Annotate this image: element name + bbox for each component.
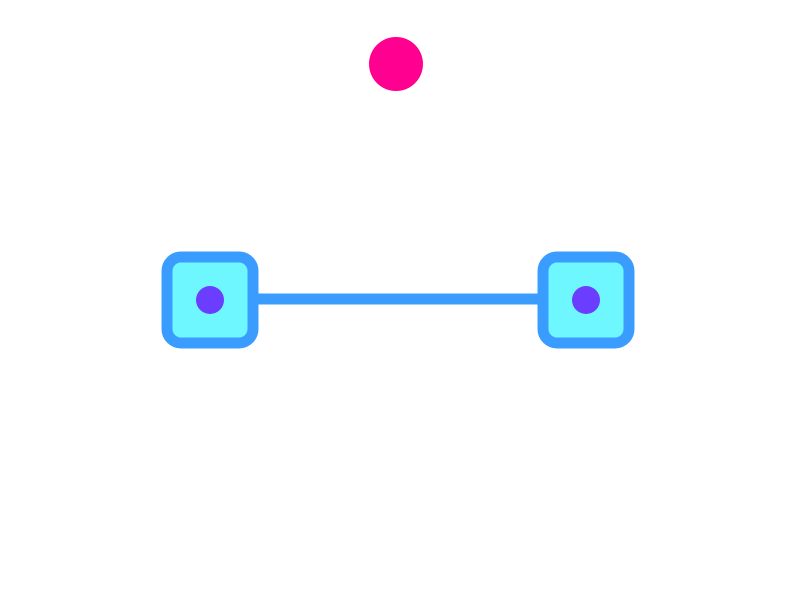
left-node-dot-icon	[196, 286, 224, 314]
right-node[interactable]	[537, 251, 635, 349]
left-node[interactable]	[161, 251, 259, 349]
right-node-dot-icon	[572, 286, 600, 314]
ball-icon[interactable]	[369, 37, 423, 91]
